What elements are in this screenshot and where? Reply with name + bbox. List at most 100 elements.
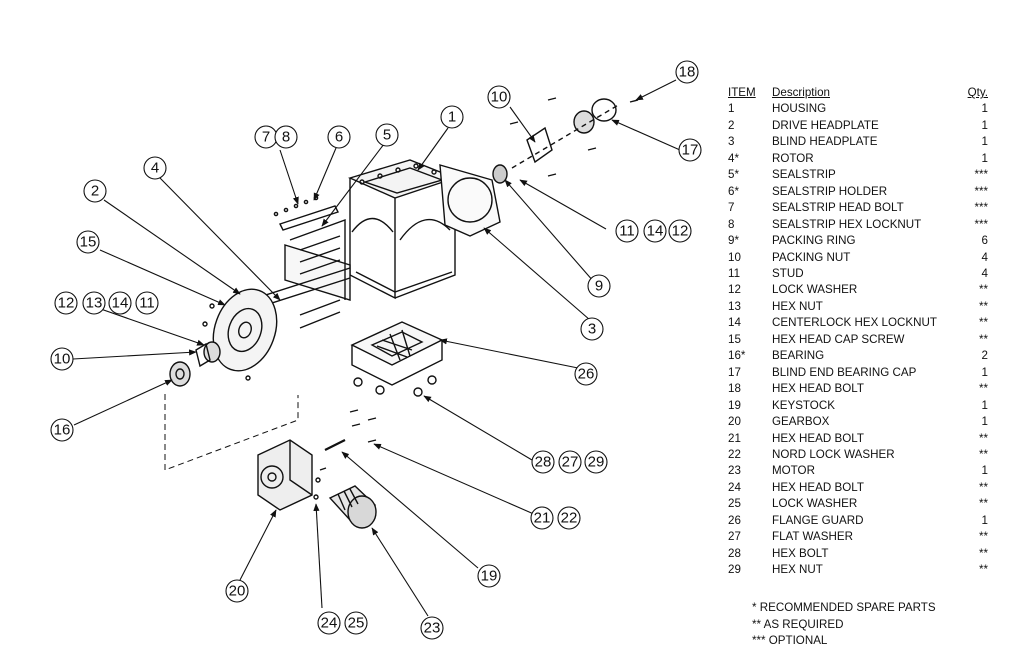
row-description: GEARBOX <box>772 415 830 429</box>
row-item: 29 <box>728 563 741 577</box>
row-item: 14 <box>728 316 741 330</box>
row-qty: ** <box>978 283 988 297</box>
header-description: Description <box>772 86 830 99</box>
blind-side-studs <box>509 97 639 177</box>
callout-3: 3 <box>588 321 596 338</box>
row-item: 8 <box>728 217 735 231</box>
row-item: 11 <box>728 266 741 280</box>
row-description: SEALSTRIP <box>772 168 836 182</box>
row-description: SEALSTRIP HOLDER <box>772 184 888 198</box>
blind-bearing-part <box>492 98 621 184</box>
row-item: 26 <box>728 513 741 527</box>
callout-14-drive: 14 <box>112 295 129 312</box>
callout-19: 19 <box>481 568 498 585</box>
callout-6: 6 <box>335 129 343 146</box>
row-qty: 1 <box>981 398 988 412</box>
row-description: HOUSING <box>772 102 827 116</box>
row-item: 22 <box>728 447 741 461</box>
motor-bolts-part <box>313 467 327 500</box>
row-description: PACKING RING <box>772 234 856 248</box>
row-qty: ** <box>978 546 988 560</box>
callout-26: 26 <box>578 366 595 383</box>
row-description: FLAT WASHER <box>772 530 853 544</box>
row-qty: 6 <box>981 234 988 248</box>
hardware-part <box>349 375 437 443</box>
note-recommended-spares: * RECOMMENDED SPARE PARTS <box>752 601 936 614</box>
callout-14-blind: 14 <box>647 223 664 240</box>
row-qty: ** <box>978 480 988 494</box>
row-qty: 1 <box>981 118 988 132</box>
table-row: 5*SEALSTRIP*** <box>728 167 994 183</box>
row-qty: 4 <box>981 266 988 280</box>
row-description: HEX NUT <box>772 299 823 313</box>
blind-headplate-part <box>439 164 501 237</box>
callout-2: 2 <box>91 183 99 200</box>
drive-bearing-part <box>169 341 221 387</box>
callout-9: 9 <box>595 278 603 295</box>
row-description: HEX BOLT <box>772 546 829 560</box>
row-description: HEX HEAD BOLT <box>772 382 864 396</box>
callout-10-drive: 10 <box>54 351 71 368</box>
callout-20: 20 <box>229 583 246 600</box>
row-item: 6* <box>728 184 739 198</box>
row-description: HEX HEAD CAP SCREW <box>772 332 905 346</box>
row-qty: 4 <box>981 250 988 264</box>
row-description: BLIND END BEARING CAP <box>772 365 917 379</box>
callout-25: 25 <box>348 615 365 632</box>
callout-23: 23 <box>424 620 441 637</box>
row-description: FLANGE GUARD <box>772 513 864 527</box>
table-row: 26 FLANGE GUARD 1 <box>728 513 994 529</box>
table-row: 6* SEALSTRIP HOLDER *** <box>728 184 994 200</box>
row-item: 15 <box>728 332 741 346</box>
row-item: 9* <box>728 234 739 248</box>
row-item: 19 <box>728 398 741 412</box>
callout-7: 7 <box>262 129 270 146</box>
row-item: 5* <box>728 168 739 182</box>
row-qty: *** <box>974 201 988 215</box>
row-item: 13 <box>728 299 741 313</box>
row-description: DRIVE HEADPLATE <box>772 118 879 132</box>
callout-12-drive: 12 <box>58 295 75 312</box>
callout-1: 1 <box>448 109 456 126</box>
row-description: ROTOR <box>772 151 814 165</box>
row-description: HEX NUT <box>772 563 823 577</box>
callout-17: 17 <box>682 142 699 159</box>
row-item: 25 <box>728 497 741 511</box>
keystock-part <box>324 439 346 451</box>
row-description: NORD LOCK WASHER <box>772 447 895 461</box>
row-description: SEALSTRIP HEAD BOLT <box>772 201 904 215</box>
table-row: 27 FLAT WASHER ** <box>728 529 994 545</box>
leader-lines <box>72 79 681 617</box>
row-qty: ** <box>978 332 988 346</box>
parts-notes: * RECOMMENDED SPARE PARTS ** AS REQUIRED… <box>752 600 936 650</box>
exploded-assembly-drawing: 1 2 3 4 5 6 7 8 9 10 10 11 14 12 12 13 1… <box>50 60 702 640</box>
row-item: 3 <box>728 135 735 149</box>
callout-13: 13 <box>86 295 103 312</box>
callout-24: 24 <box>321 615 338 632</box>
table-row: 29 HEX NUT ** <box>728 562 994 578</box>
row-description: BEARING <box>772 349 825 363</box>
row-qty: ** <box>978 563 988 577</box>
row-description: SEALSTRIP HEX LOCKNUT <box>772 217 922 231</box>
row-qty: 1 <box>981 513 988 527</box>
table-row: 15 HEX HEAD CAP SCREW ** <box>728 332 994 348</box>
sealstrip-part <box>273 195 339 231</box>
row-item: 27 <box>728 530 741 544</box>
row-description: MOTOR <box>772 464 815 478</box>
row-qty: *** <box>974 184 988 198</box>
row-qty: ** <box>978 530 988 544</box>
row-item: 1 <box>728 102 735 116</box>
